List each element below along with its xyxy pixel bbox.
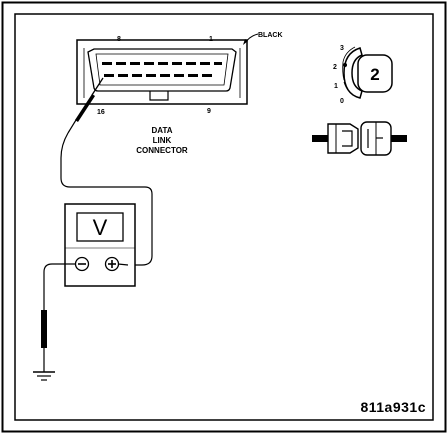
key-head-icon: [357, 54, 393, 93]
connector-name-line1: DATA: [151, 126, 172, 135]
connector-latch: [149, 91, 169, 101]
top-pin-row: [102, 62, 222, 65]
ignition-key-position: 3 2 1 0 2: [333, 45, 393, 105]
key-position-1: 1: [334, 83, 338, 90]
connector-housing: [76, 39, 248, 105]
probe-wire: [60, 132, 153, 266]
pin-label-8: 8: [117, 36, 121, 43]
figure-id: 811a931c: [360, 399, 426, 415]
key-position-2: 2: [333, 64, 337, 71]
ground-wire: [43, 263, 75, 310]
connector-name-line2: LINK: [153, 136, 172, 145]
wire-stub-right-icon: [391, 135, 407, 142]
key-position-number: 2: [370, 65, 379, 84]
data-link-connector: 8 1 16 9 BLACK DATA LINK CONNECTOR: [76, 32, 283, 155]
voltmeter: V: [64, 203, 136, 287]
inner-border: [14, 13, 434, 421]
bottom-pin-row: [104, 74, 212, 77]
pin-label-9: 9: [207, 108, 211, 115]
probe-lead: [60, 77, 153, 266]
connector-name-line3: CONNECTOR: [136, 146, 188, 155]
wire-stub-left-icon: [312, 135, 328, 142]
key-position-0: 0: [340, 98, 344, 105]
key-position-3: 3: [340, 45, 344, 52]
connector-male-half-icon: [327, 123, 359, 154]
voltmeter-display-v: V: [93, 215, 108, 240]
connector-color-label: BLACK: [258, 32, 283, 39]
voltmeter-display: [76, 212, 124, 242]
inline-connector: [312, 121, 407, 156]
ground-probe-icon: [41, 310, 47, 348]
pin-label-1: 1: [209, 36, 213, 43]
pin-label-16: 16: [97, 109, 105, 116]
connector-face: [87, 48, 237, 92]
back-probe-icon: [75, 94, 95, 122]
black-leader-arrow: [245, 33, 259, 43]
ground-lead: [33, 263, 75, 381]
